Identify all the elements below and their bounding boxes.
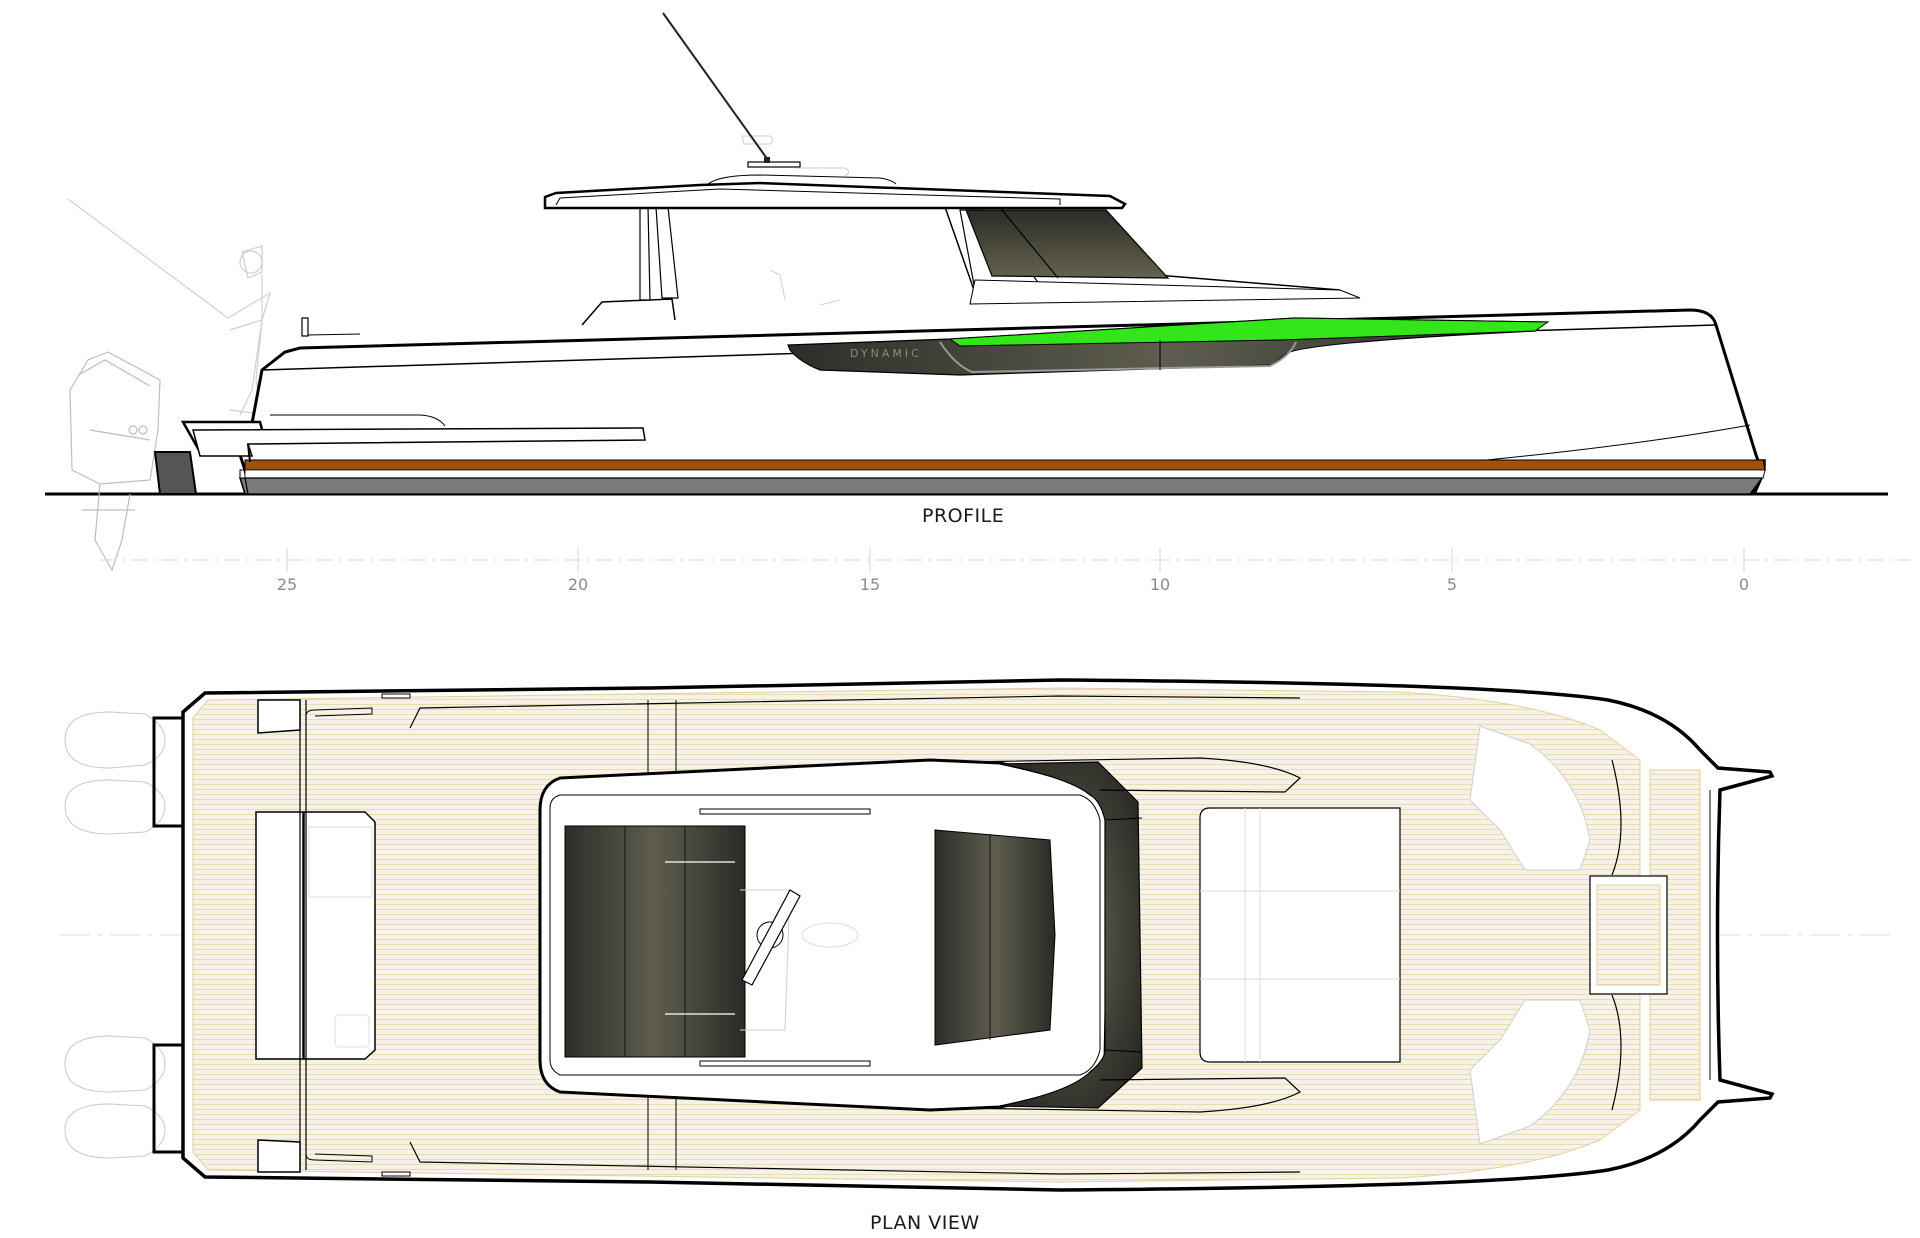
- plan-view-title: PLAN VIEW: [870, 1212, 980, 1234]
- scale-tick-25: 25: [276, 575, 298, 594]
- scale-tick-5: 5: [1446, 575, 1458, 594]
- angler-figure-icon: [67, 198, 272, 416]
- scale-tick-10: 10: [1149, 575, 1171, 594]
- outboard-engine-icon: [69, 351, 161, 572]
- brand-mark: DYNAMIC: [850, 347, 922, 360]
- plan-view: [60, 678, 1895, 1192]
- scale-tick-15: 15: [859, 575, 881, 594]
- outboard-engines-plan-icon: [64, 711, 166, 1159]
- scale-tick-20: 20: [567, 575, 589, 594]
- scale-bar: [100, 548, 1910, 572]
- profile-title: PROFILE: [922, 505, 1005, 527]
- profile-view: DYNAMIC: [45, 12, 1888, 572]
- scale-tick-0: 0: [1738, 575, 1750, 594]
